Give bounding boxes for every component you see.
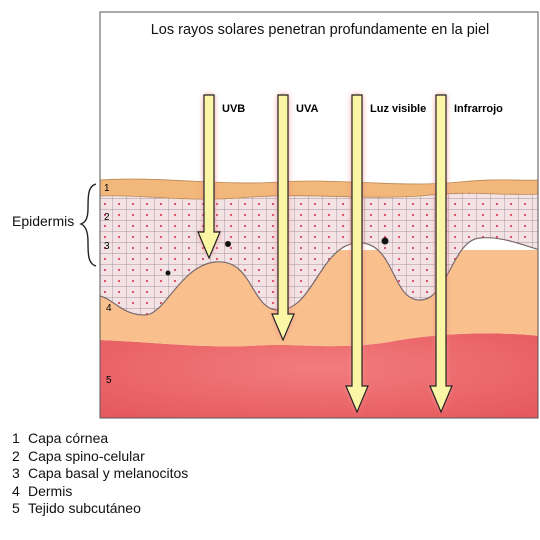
layer-marker-3: 3 <box>104 241 110 252</box>
layer-marker-5: 5 <box>106 375 112 386</box>
epidermis-brace <box>79 183 97 267</box>
legend-number: 4 <box>12 482 20 499</box>
legend-text: Capa basal y melanocitos <box>28 465 189 481</box>
legend-number: 3 <box>12 465 20 481</box>
legend: 1 Capa córnea 2 Capa spino-celular 3 Capa b… <box>12 430 188 518</box>
legend-number: 2 <box>12 447 20 464</box>
skin-diagram: UVB UVA Luz visible Infrarrojo 1 2 3 4 5 Lo… <box>12 11 539 419</box>
ray-arrow <box>197 94 221 260</box>
ray-arrows: UVB UVA Luz visible Infrarrojo <box>197 94 503 414</box>
legend-text: Tejido subcutáneo <box>28 500 141 516</box>
ray-label: Infrarrojo <box>454 103 503 115</box>
layer-marker-2: 2 <box>104 212 110 223</box>
legend-item: 1 Capa córnea <box>12 430 188 448</box>
epidermis-label: Epidermis <box>12 213 75 229</box>
legend-item: 2 Capa spino-celular <box>12 448 188 466</box>
skin-cross-section: UVB UVA Luz visible Infrarrojo 1 2 3 4 5 <box>79 11 539 419</box>
diagram-frame <box>99 11 539 419</box>
legend-text: Capa spino-celular <box>28 447 145 464</box>
legend-item: 5 Tejido subcutáneo <box>12 500 188 518</box>
ray-label: Luz visible <box>370 103 426 115</box>
legend-text: Dermis <box>28 482 73 499</box>
ray-arrow <box>345 94 369 414</box>
melanocyte <box>381 237 389 245</box>
layer-marker-1: 1 <box>104 183 110 194</box>
legend-number: 5 <box>12 500 20 516</box>
diagram-title: Los rayos solares penetran profundamente… <box>150 22 490 38</box>
layer-marker-4: 4 <box>106 303 112 314</box>
basal-layer-line <box>100 237 538 316</box>
ray-arrow <box>429 94 453 414</box>
legend-text: Capa córnea <box>28 430 109 446</box>
ray-arrow <box>271 94 295 342</box>
melanocyte <box>225 241 231 247</box>
legend-item: 3 Capa basal y melanocitos <box>12 465 188 483</box>
legend-item: 4 Dermis <box>12 483 188 501</box>
legend-number: 1 <box>12 430 20 446</box>
subcutaneous-layer <box>100 333 538 418</box>
ray-label: UVA <box>296 103 318 115</box>
ray-label: UVB <box>222 103 245 115</box>
melanocyte <box>165 270 171 276</box>
